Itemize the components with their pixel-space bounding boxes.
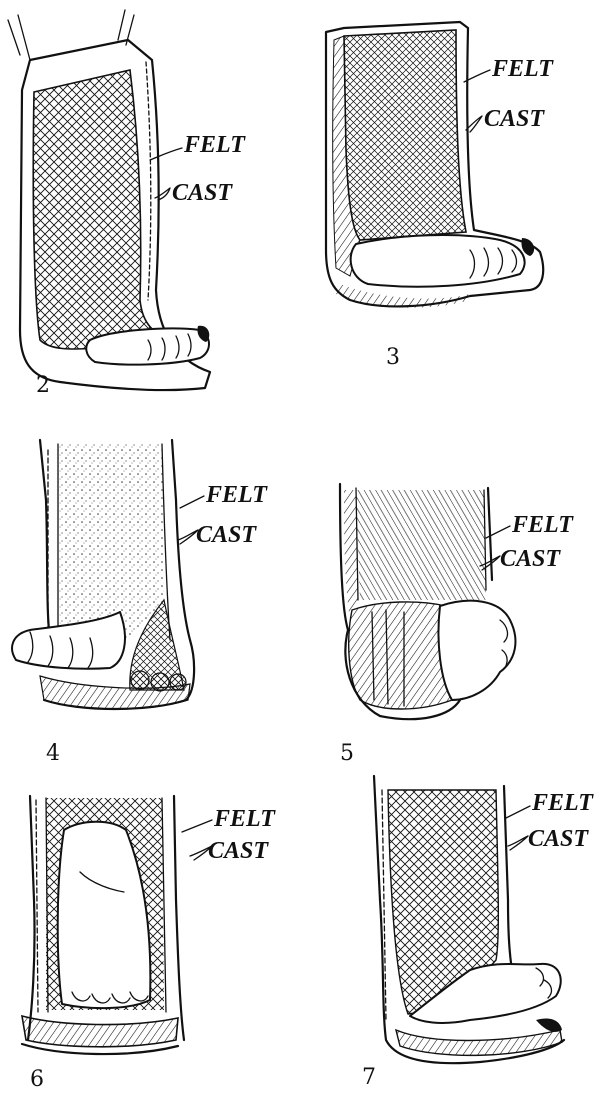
figure-number: 5 xyxy=(340,741,354,766)
figure-5: FELT CAST 5 xyxy=(340,484,574,766)
figure-number: 7 xyxy=(362,1065,376,1090)
figure-number: 2 xyxy=(36,373,50,398)
cast-label: CAST xyxy=(500,546,561,572)
figure-6: FELT CAST 6 xyxy=(22,796,276,1092)
cast-label: CAST xyxy=(208,838,269,864)
figure-7: FELT CAST 7 xyxy=(362,776,594,1090)
figure-3: FELT CAST 3 xyxy=(326,22,554,370)
felt-label: FELT xyxy=(213,806,276,832)
felt-label: FELT xyxy=(511,512,574,538)
felt-label: FELT xyxy=(205,482,268,508)
figure-2: FELT CAST 2 xyxy=(8,10,246,398)
felt-label: FELT xyxy=(491,56,554,82)
cast-label: CAST xyxy=(172,180,233,206)
cast-label: CAST xyxy=(528,826,589,852)
figure-number: 3 xyxy=(386,345,400,370)
cast-label: CAST xyxy=(196,522,257,548)
felt-label: FELT xyxy=(183,132,246,158)
figure-number: 6 xyxy=(30,1067,44,1092)
figure-number: 4 xyxy=(46,741,60,766)
cast-label: CAST xyxy=(484,106,545,132)
felt-label: FELT xyxy=(531,790,594,816)
figure-4: FELT CAST 4 xyxy=(12,440,268,766)
